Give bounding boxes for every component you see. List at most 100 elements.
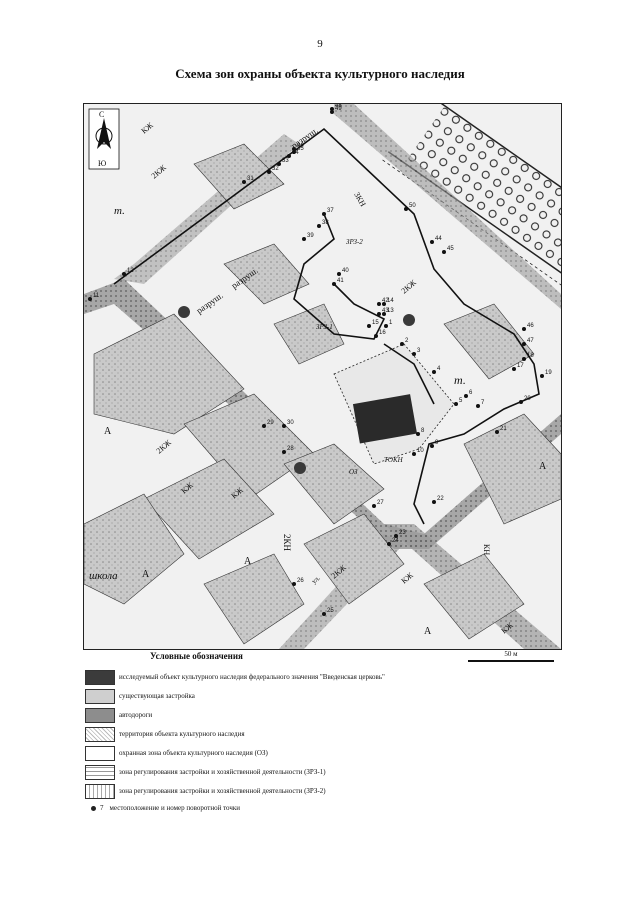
turning-point-marker	[267, 170, 271, 174]
turning-point-number: 10	[417, 448, 424, 454]
legend-item: охранная зона объекта культурного наслед…	[85, 744, 555, 762]
turning-point-number: 15	[372, 320, 379, 326]
turning-points: 1234567891011121314151617181920212223242…	[88, 104, 552, 616]
turning-point-marker	[400, 342, 404, 346]
turning-point-marker	[282, 424, 286, 428]
turning-point-marker	[519, 400, 523, 404]
label-a-2: А	[244, 556, 252, 567]
turning-point-marker	[384, 324, 388, 328]
compass-south-label: Ю	[98, 159, 106, 168]
turning-point-number: 13	[387, 308, 394, 314]
legend-item: исследуемый объект культурного наследия …	[85, 668, 555, 686]
turning-point-number: 38	[322, 220, 329, 226]
turning-point-marker	[464, 394, 468, 398]
turning-point-marker	[512, 367, 516, 371]
turning-point-number: 36	[297, 143, 304, 149]
turning-point-marker	[377, 302, 381, 306]
turning-point-marker	[412, 452, 416, 456]
legend-point-label: местоположение и номер поворотной точки	[109, 803, 241, 812]
turning-point-number: 45	[447, 246, 454, 252]
turning-point-marker	[377, 312, 381, 316]
turning-point-marker	[302, 237, 306, 241]
turning-point-marker	[277, 162, 281, 166]
page-title: Схема зон охраны объекта культурного нас…	[175, 66, 465, 81]
turning-point-marker	[476, 404, 480, 408]
legend-item: территория объекта культурного наследия	[85, 725, 555, 743]
legend-swatch	[85, 745, 115, 761]
turning-point-number: 24	[392, 538, 399, 544]
turning-point-number: 46	[527, 323, 534, 329]
legend-label: автодороги	[119, 710, 153, 719]
page-number: 9	[317, 38, 323, 50]
legend-label: существующая застройка	[119, 691, 195, 700]
turning-point-number: 41	[337, 278, 344, 284]
turning-point-number: 19	[545, 370, 552, 376]
turning-point-number: 43	[382, 308, 389, 314]
turning-point-number: 37	[327, 208, 334, 214]
turning-point-number: 16	[379, 330, 386, 336]
legend-label: территория объекта культурного наследия	[119, 729, 245, 738]
turning-point-number: 48	[335, 104, 342, 109]
legend-item: автодороги	[85, 706, 555, 724]
turning-point-number: 40	[342, 268, 349, 274]
legend-swatch	[85, 688, 115, 704]
turning-point-marker	[332, 282, 336, 286]
turning-point-marker	[337, 272, 341, 276]
scale-label: 50 м	[504, 650, 518, 658]
map-canvas: С Ю т. 2КЖ разруш. разруш. разруш. ЗРЗ-2…	[84, 104, 561, 649]
legend-point-row: 7 местоположение и номер поворотной точк…	[91, 801, 555, 815]
turning-point-marker	[430, 240, 434, 244]
turning-point-number: 17	[517, 363, 524, 369]
turning-point-number: 42	[382, 298, 389, 304]
turning-point-marker	[374, 334, 378, 338]
turning-point-marker	[404, 207, 408, 211]
turning-point-marker	[394, 534, 398, 538]
legend-item: зона регулирования застройки и хозяйстве…	[85, 763, 555, 781]
turning-point-marker	[432, 370, 436, 374]
legend-label: зона регулирования застройки и хозяйстве…	[119, 786, 326, 795]
turning-point-marker	[442, 250, 446, 254]
turning-point-number: 11	[93, 293, 100, 299]
turning-point-number: 14	[387, 298, 394, 304]
label-shkola: школа	[89, 570, 118, 582]
turning-point-number: 27	[377, 500, 384, 506]
church-building	[352, 394, 418, 444]
turning-point-number: 8	[421, 428, 425, 434]
turning-point-number: 1	[389, 320, 393, 326]
label-oz: ОЗ	[349, 468, 358, 476]
turning-point-number: 6	[469, 390, 473, 396]
zone-boundaries	[113, 127, 540, 525]
turning-point-number: 9	[435, 440, 439, 446]
turning-point-marker	[287, 154, 291, 158]
turning-point-marker	[454, 402, 458, 406]
turning-point-number: 12	[127, 268, 134, 274]
legend-swatch	[85, 726, 115, 742]
turning-point-marker	[372, 504, 376, 508]
turning-point-marker	[382, 312, 386, 316]
turning-point-number: 21	[500, 426, 507, 432]
turning-point-number: 20	[524, 396, 531, 402]
turning-point-marker	[416, 432, 420, 436]
label-zrz2: ЗРЗ-2	[346, 238, 363, 246]
turning-point-number: 28	[287, 446, 294, 452]
turning-point-number: 2	[405, 338, 409, 344]
turning-point-marker	[88, 297, 92, 301]
turning-point-number: 47	[527, 338, 534, 344]
turning-point-number: 5	[459, 398, 463, 404]
turning-point-number: 49	[335, 106, 342, 112]
legend-label: охранная зона объекта культурного наслед…	[119, 748, 268, 757]
legend: исследуемый объект культурного наследия …	[85, 668, 555, 815]
label-a-3: А	[539, 461, 547, 472]
legend-point-number: 7	[100, 804, 104, 812]
legend-label: исследуемый объект культурного наследия …	[119, 672, 385, 681]
legend-swatch	[85, 707, 115, 723]
turning-point-marker	[540, 374, 544, 378]
legend-item: зона регулирования застройки и хозяйстве…	[85, 782, 555, 800]
turning-point-marker	[292, 147, 296, 151]
legend-swatch	[85, 669, 115, 685]
legend-swatch	[85, 764, 115, 780]
turning-point-number: 50	[409, 203, 416, 209]
zone-markers	[178, 306, 415, 474]
label-a-1: А	[104, 426, 112, 437]
turning-point-number: 23	[399, 530, 406, 536]
